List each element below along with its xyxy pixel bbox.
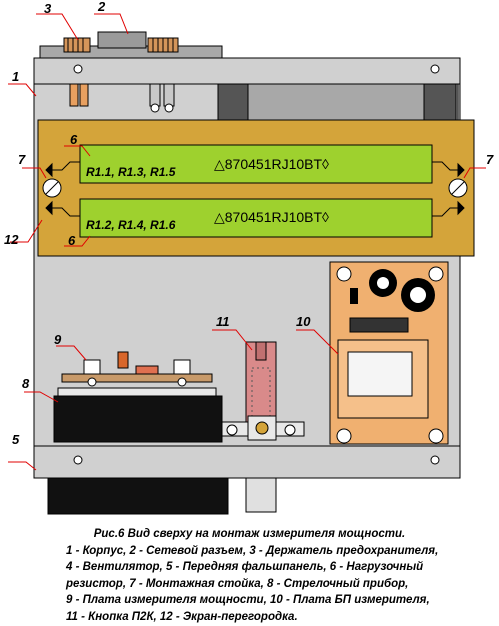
- caption-line-4: 9 - Плата измерителя мощности, 10 - Плат…: [66, 594, 430, 606]
- resistor-wires: [45, 161, 465, 217]
- fuse-holder-right: [147, 37, 179, 53]
- housing-top-wall: [33, 57, 461, 85]
- p2k-button: [219, 341, 305, 441]
- load-resistor-2: R1.2, R1.4, R1.6 △870451RJ10BT◊: [79, 198, 433, 238]
- leader-lines: [8, 13, 486, 471]
- dial-meter: [53, 387, 223, 443]
- mounting-post-left: [42, 178, 62, 198]
- callout-1: 1: [12, 69, 19, 84]
- fuse-holder-left: [63, 37, 91, 53]
- resistor-1-label: R1.1, R1.3, R1.5: [86, 165, 176, 179]
- caption-line-3: резистор, 7 - Монтажная стойка, 8 - Стре…: [66, 577, 409, 590]
- callout-6-bottom: 6: [68, 233, 76, 248]
- callout-9: 9: [54, 332, 62, 347]
- resistor-2-part-number: △870451RJ10BT◊: [214, 209, 329, 225]
- connector-pins: [69, 83, 175, 113]
- load-resistor-1: R1.1, R1.3, R1.5 △870451RJ10BT◊: [79, 144, 433, 184]
- callout-3: 3: [44, 1, 52, 16]
- callout-10: 10: [296, 314, 311, 329]
- front-panel: [33, 445, 461, 479]
- callout-11: 11: [216, 314, 230, 329]
- callout-8: 8: [22, 376, 30, 391]
- callout-7-left: 7: [18, 152, 26, 167]
- callout-6-top: 6: [70, 132, 78, 147]
- meter-case-outside: [47, 477, 229, 515]
- caption-line-1: 1 - Корпус, 2 - Сетевой разъем, 3 - Держ…: [66, 544, 439, 557]
- callout-2: 2: [97, 0, 106, 14]
- meter-board: [61, 351, 213, 387]
- caption-line-2: 4 - Вентилятор, 5 - Передняя фальшпанель…: [66, 561, 424, 573]
- psu-board: [329, 261, 449, 445]
- button-knob-outside: [245, 477, 277, 513]
- caption-line-5: 11 - Кнопка П2К, 12 - Экран-перегородка.: [66, 610, 298, 623]
- mounting-post-right: [448, 178, 468, 198]
- callout-12: 12: [4, 232, 19, 247]
- figure-caption: Рис.6 Вид сверху на монтаж измерителя мо…: [0, 526, 499, 625]
- assembly-diagram: R1.1, R1.3, R1.5 △870451RJ10BT◊ R1.2, R1…: [4, 0, 494, 515]
- callout-7-right: 7: [486, 152, 494, 167]
- caption-title: Рис.6 Вид сверху на монтаж измерителя мо…: [93, 528, 406, 540]
- resistor-2-label: R1.2, R1.4, R1.6: [86, 218, 176, 232]
- fan: [217, 83, 459, 121]
- resistor-1-part-number: △870451RJ10BT◊: [214, 156, 329, 172]
- callout-5: 5: [12, 432, 20, 447]
